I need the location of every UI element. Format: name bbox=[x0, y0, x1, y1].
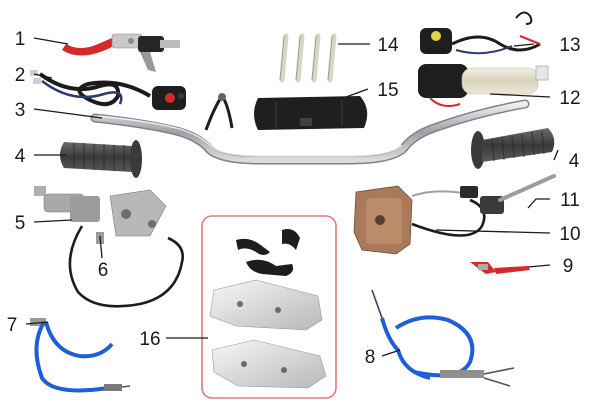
rear-brake-assembly bbox=[34, 186, 184, 308]
handlebar bbox=[90, 99, 530, 165]
leader-1 bbox=[33, 37, 69, 45]
callout-9: 9 bbox=[563, 256, 574, 277]
crossbar-pad bbox=[254, 96, 368, 130]
small-red-lever bbox=[470, 262, 530, 274]
callout-15: 15 bbox=[377, 80, 398, 101]
leader-3 bbox=[33, 108, 103, 119]
callout-13: 13 bbox=[559, 35, 580, 56]
leader-9 bbox=[527, 264, 551, 268]
mounting-rods bbox=[279, 33, 337, 83]
clutch-lever-assembly bbox=[62, 33, 180, 72]
leader-13 bbox=[513, 43, 535, 47]
leader-12 bbox=[489, 93, 551, 98]
callout-8: 8 bbox=[365, 347, 376, 368]
callout-16: 16 bbox=[139, 329, 160, 350]
leader-15 bbox=[345, 88, 369, 98]
lever-clip bbox=[204, 93, 234, 131]
leader-8 bbox=[381, 349, 401, 357]
leader-4r bbox=[553, 149, 559, 161]
leader-7 bbox=[25, 321, 49, 325]
switch-housing-wiring bbox=[30, 70, 186, 110]
callout-4-right: 4 bbox=[569, 151, 580, 172]
left-grip bbox=[60, 140, 142, 178]
kill-switch bbox=[420, 11, 541, 55]
callout-14: 14 bbox=[377, 35, 399, 56]
clutch-cable bbox=[30, 318, 131, 393]
leader-2 bbox=[33, 73, 53, 79]
callout-7: 7 bbox=[7, 315, 18, 336]
leader-lines bbox=[25, 37, 559, 357]
callout-4-left: 4 bbox=[15, 146, 26, 167]
callout-6: 6 bbox=[98, 260, 109, 281]
throttle-assembly bbox=[418, 64, 549, 107]
callout-1: 1 bbox=[15, 29, 26, 50]
callout-11: 11 bbox=[560, 190, 580, 211]
callout-10: 10 bbox=[559, 224, 580, 245]
leader-5 bbox=[33, 219, 73, 223]
leader-10 bbox=[435, 229, 551, 234]
callout-12: 12 bbox=[559, 88, 580, 109]
callout-numbers: 1 2 3 4 4 5 6 7 8 9 10 11 12 13 14 15 16 bbox=[7, 29, 581, 368]
right-grip bbox=[471, 128, 555, 169]
leader-11 bbox=[527, 198, 550, 209]
callout-5: 5 bbox=[15, 213, 26, 234]
leader-6 bbox=[99, 235, 103, 259]
throttle-cable bbox=[371, 289, 515, 387]
handguard-kit-box bbox=[201, 215, 337, 399]
callout-2: 2 bbox=[15, 65, 26, 86]
callout-3: 3 bbox=[15, 100, 26, 121]
front-brake-assembly bbox=[353, 174, 556, 255]
